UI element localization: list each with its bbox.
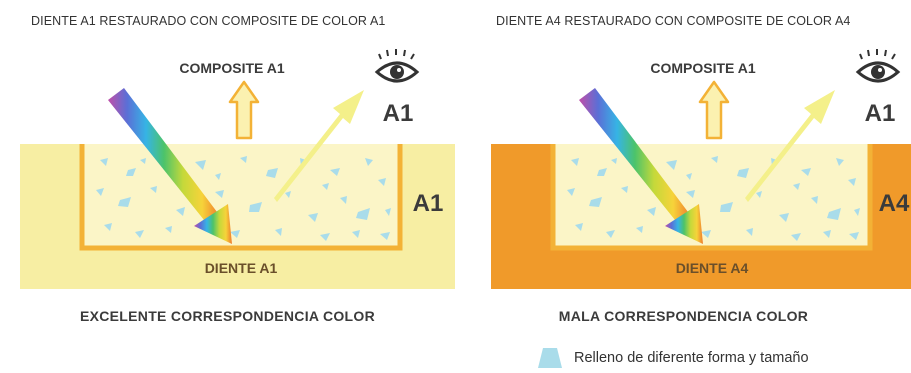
diagram-svg: COMPOSITE A1 A1 A4 DIENTE A4 <box>491 49 911 289</box>
tooth-label: DIENTE A4 <box>676 260 749 276</box>
eye-label: A1 <box>383 100 414 127</box>
reflected-arrow <box>745 90 835 202</box>
up-arrow <box>228 80 260 140</box>
eye-icon <box>855 49 901 83</box>
panel-title: DIENTE A1 RESTAURADO CON COMPOSITE DE CO… <box>31 14 386 28</box>
diagram-svg: COMPOSITE A1 A1 A1 DIENTE A1 <box>20 49 455 289</box>
match-caption: EXCELENTE CORRESPONDENCIA COLOR <box>79 308 376 324</box>
reflected-arrow <box>274 90 364 202</box>
composite-label: COMPOSITE A1 <box>179 60 284 76</box>
tooth-side-label: A4 <box>879 190 910 217</box>
legend-label: Relleno de diferente forma y tamaño <box>574 350 809 366</box>
panel-right: DIENTE A4 RESTAURADO CON COMPOSITE DE CO… <box>456 0 911 373</box>
tooth-label: DIENTE A1 <box>205 260 278 276</box>
panel-title: DIENTE A4 RESTAURADO CON COMPOSITE DE CO… <box>496 14 851 28</box>
tooth-side-label: A1 <box>413 190 444 217</box>
cavity-border <box>79 144 403 251</box>
cavity-border <box>550 144 873 251</box>
composite-label: COMPOSITE A1 <box>650 60 755 76</box>
eye-label: A1 <box>865 100 896 127</box>
eye-icon <box>374 49 420 83</box>
mismatch-caption: MALA CORRESPONDENCIA COLOR <box>558 308 809 324</box>
panel-left: DIENTE A1 RESTAURADO CON COMPOSITE DE CO… <box>0 0 455 373</box>
filler-particles <box>567 156 860 241</box>
rainbow-arrow <box>108 88 232 244</box>
legend: Relleno de diferente forma y tamaño <box>538 346 809 370</box>
filler-particles <box>96 156 391 241</box>
up-arrow <box>698 80 730 140</box>
rainbow-arrow <box>579 88 703 244</box>
filler-swatch-icon <box>538 348 562 368</box>
